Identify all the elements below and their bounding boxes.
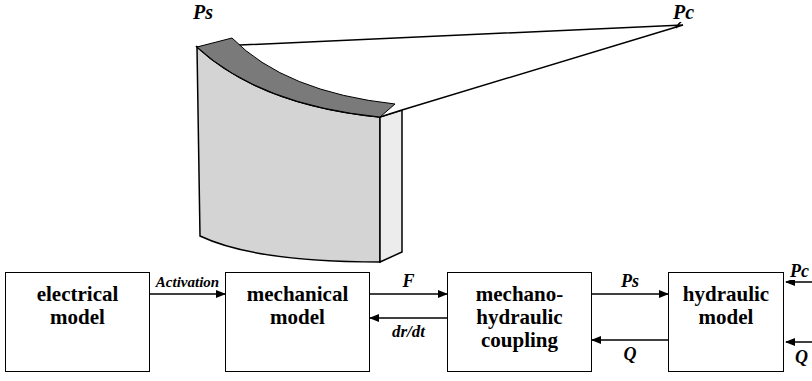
box-title: mechano-hydraulic coupling xyxy=(454,283,585,352)
signal-arrow xyxy=(150,293,225,295)
model-box: electrical model xyxy=(5,272,150,372)
model-box: mechano-hydraulic coupling xyxy=(447,272,592,372)
signal-label: Q xyxy=(623,345,638,363)
signal-label: dr/dt xyxy=(391,323,426,340)
signal-label: Ps xyxy=(620,272,640,290)
input-line xyxy=(786,341,812,343)
signal-arrow xyxy=(592,293,668,295)
box-title: mechanical model xyxy=(232,283,363,329)
signal-label: Activation xyxy=(155,275,220,290)
port-label: Pc xyxy=(789,262,810,280)
signal-arrow xyxy=(370,293,447,295)
pressure-label: Pc xyxy=(672,2,695,22)
signal-arrow xyxy=(592,339,668,341)
model-box: hydraulic model xyxy=(668,272,784,372)
port-label: Q xyxy=(794,348,809,366)
box-title: electrical model xyxy=(12,283,143,329)
pressure-label: Ps xyxy=(192,2,214,22)
signal-arrow xyxy=(370,317,447,319)
model-box: mechanical model xyxy=(225,272,370,372)
input-line xyxy=(786,281,812,283)
box-title: hydraulic model xyxy=(675,283,777,329)
signal-label: F xyxy=(401,272,415,290)
